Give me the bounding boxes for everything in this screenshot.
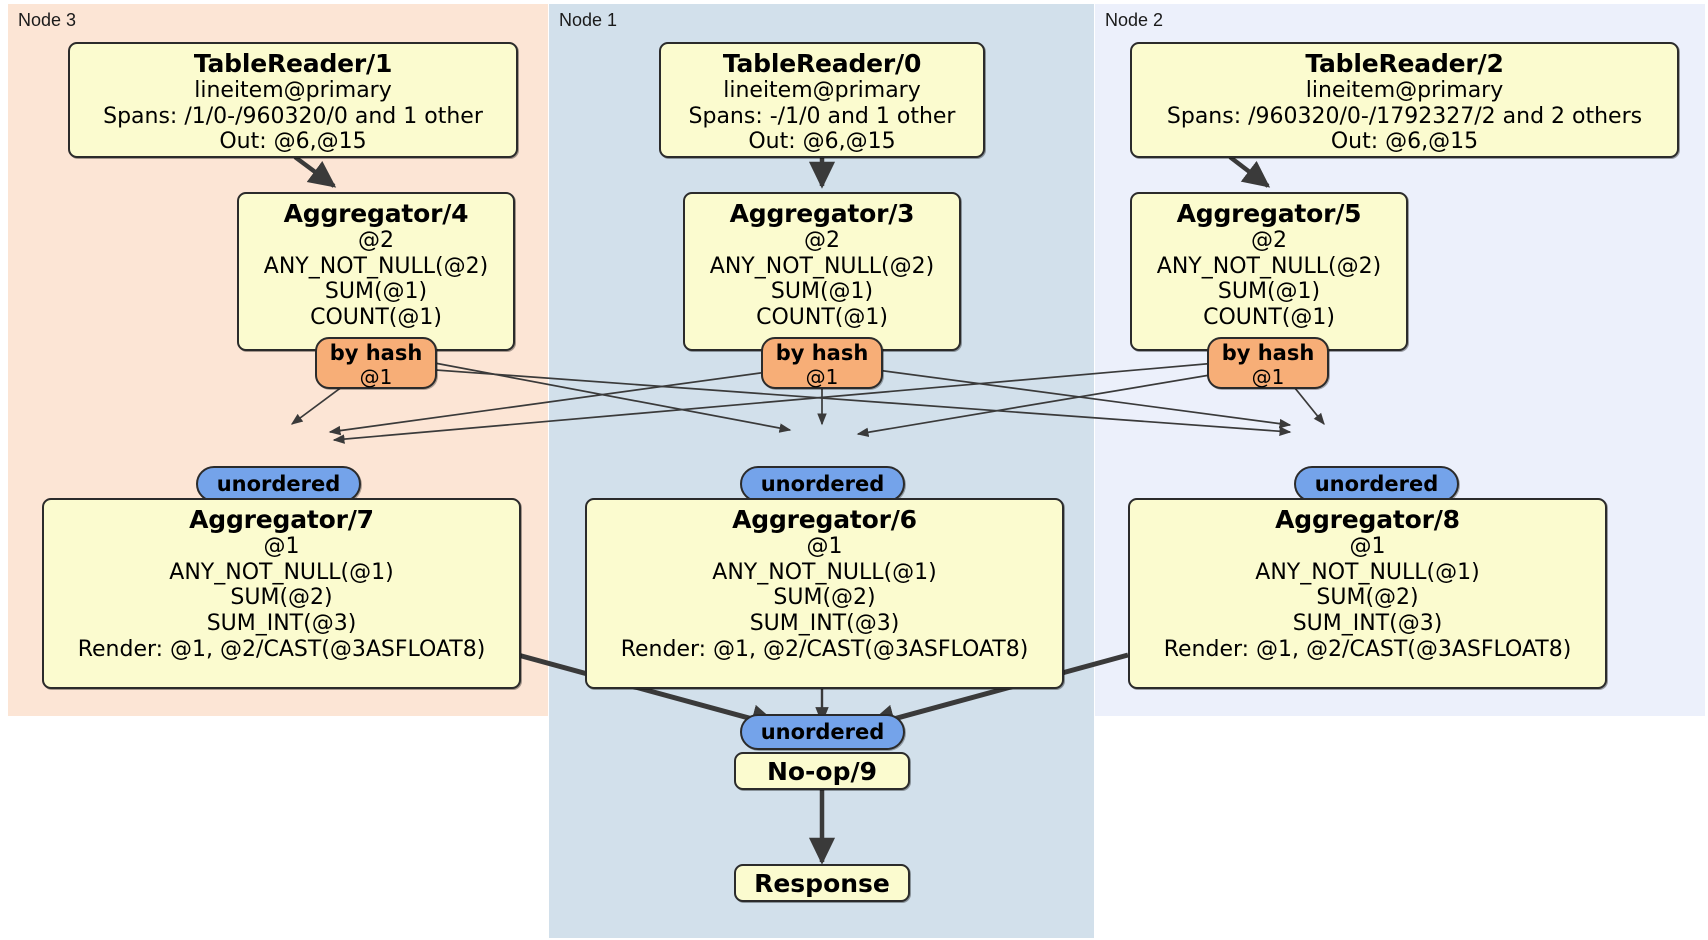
synchronizer-unordered-center[interactable]: unordered: [740, 466, 905, 502]
processor-line: Out: @6,@15: [1330, 129, 1479, 155]
processor-line: ANY_NOT_NULL(@2): [709, 253, 935, 279]
router-by-hash-right[interactable]: by hash @1: [1207, 337, 1329, 389]
router-title: by hash: [775, 341, 869, 365]
processor-line: Render: @1, @2/CAST(@3ASFLOAT8): [1163, 636, 1572, 662]
processor-line: SUM(@2): [1316, 585, 1419, 611]
processor-line: Out: @6,@15: [219, 129, 367, 155]
processor-line: @1: [263, 534, 300, 559]
processor-line: SUM_INT(@3): [1292, 611, 1443, 637]
processor-tablereader-0[interactable]: TableReader/0 lineitem@primary Spans: -/…: [659, 42, 985, 158]
processor-line: @2: [1251, 228, 1287, 253]
processor-line: ANY_NOT_NULL(@2): [1156, 253, 1382, 279]
processor-line: COUNT(@1): [1203, 305, 1335, 331]
processor-title: Aggregator/3: [729, 199, 915, 228]
processor-line: lineitem@primary: [1305, 78, 1504, 103]
processor-title: TableReader/0: [722, 49, 922, 78]
processor-title: No-op/9: [766, 756, 878, 786]
processor-line: ANY_NOT_NULL(@1): [169, 559, 394, 585]
processor-line: SUM_INT(@3): [206, 611, 357, 637]
synchronizer-label: unordered: [760, 720, 885, 744]
node-panel-label-node2: Node 2: [1105, 10, 1164, 30]
processor-tablereader-2[interactable]: TableReader/2 lineitem@primary Spans: /9…: [1130, 42, 1679, 158]
router-title: by hash: [329, 341, 423, 365]
processor-aggregator-6[interactable]: Aggregator/6 @1 ANY_NOT_NULL(@1) SUM(@2)…: [585, 498, 1064, 689]
node-panel-label-node3: Node 3: [18, 10, 77, 30]
router-by-hash-center[interactable]: by hash @1: [761, 337, 883, 389]
processor-line: lineitem@primary: [723, 78, 921, 103]
router-title: by hash: [1221, 341, 1315, 365]
processor-line: @1: [1349, 534, 1386, 559]
processor-line: SUM(@2): [230, 585, 333, 611]
processor-line: ANY_NOT_NULL(@1): [1255, 559, 1480, 585]
processor-aggregator-8[interactable]: Aggregator/8 @1 ANY_NOT_NULL(@1) SUM(@2)…: [1128, 498, 1607, 689]
processor-line: Render: @1, @2/CAST(@3ASFLOAT8): [77, 636, 486, 662]
synchronizer-unordered-final[interactable]: unordered: [740, 714, 905, 750]
router-subtitle: @1: [359, 364, 393, 389]
processor-line: SUM(@1): [770, 279, 874, 305]
processor-line: SUM(@2): [773, 585, 876, 611]
processor-line: @2: [804, 228, 840, 253]
processor-line: SUM(@1): [1217, 279, 1321, 305]
processor-aggregator-4[interactable]: Aggregator/4 @2 ANY_NOT_NULL(@2) SUM(@1)…: [237, 192, 515, 351]
processor-line: @1: [806, 534, 843, 559]
processor-line: lineitem@primary: [194, 78, 392, 103]
processor-line: Spans: /1/0-/960320/0 and 1 other: [103, 103, 483, 129]
synchronizer-label: unordered: [1314, 472, 1439, 496]
processor-aggregator-7[interactable]: Aggregator/7 @1 ANY_NOT_NULL(@1) SUM(@2)…: [42, 498, 521, 689]
processor-line: Out: @6,@15: [748, 129, 896, 155]
processor-line: Spans: -/1/0 and 1 other: [688, 103, 956, 129]
processor-title: TableReader/1: [193, 49, 393, 78]
processor-title: Aggregator/8: [1275, 505, 1460, 534]
processor-title: Aggregator/6: [732, 505, 917, 534]
processor-line: @2: [358, 228, 394, 253]
node-panel-label-node1: Node 1: [559, 10, 618, 30]
synchronizer-unordered-right[interactable]: unordered: [1294, 466, 1459, 502]
processor-line: Render: @1, @2/CAST(@3ASFLOAT8): [620, 636, 1029, 662]
processor-title: Response: [754, 868, 890, 898]
processor-title: Aggregator/4: [283, 199, 469, 228]
processor-response[interactable]: Response: [734, 864, 910, 902]
processor-noop-9[interactable]: No-op/9: [734, 752, 910, 790]
processor-line: COUNT(@1): [756, 305, 888, 331]
router-subtitle: @1: [805, 364, 839, 389]
processor-line: COUNT(@1): [310, 305, 442, 331]
synchronizer-unordered-left[interactable]: unordered: [196, 466, 361, 502]
processor-line: SUM_INT(@3): [749, 611, 900, 637]
processor-aggregator-3[interactable]: Aggregator/3 @2 ANY_NOT_NULL(@2) SUM(@1)…: [683, 192, 961, 351]
processor-title: Aggregator/7: [189, 505, 374, 534]
processor-title: TableReader/2: [1305, 49, 1504, 78]
processor-title: Aggregator/5: [1176, 199, 1362, 228]
synchronizer-label: unordered: [760, 472, 885, 496]
router-by-hash-left[interactable]: by hash @1: [315, 337, 437, 389]
processor-line: SUM(@1): [324, 279, 428, 305]
processor-tablereader-1[interactable]: TableReader/1 lineitem@primary Spans: /1…: [68, 42, 518, 158]
processor-line: ANY_NOT_NULL(@2): [263, 253, 489, 279]
processor-line: Spans: /960320/0-/1792327/2 and 2 others: [1166, 103, 1643, 129]
synchronizer-label: unordered: [216, 472, 341, 496]
router-subtitle: @1: [1251, 364, 1285, 389]
processor-line: ANY_NOT_NULL(@1): [712, 559, 937, 585]
processor-aggregator-5[interactable]: Aggregator/5 @2 ANY_NOT_NULL(@2) SUM(@1)…: [1130, 192, 1408, 351]
